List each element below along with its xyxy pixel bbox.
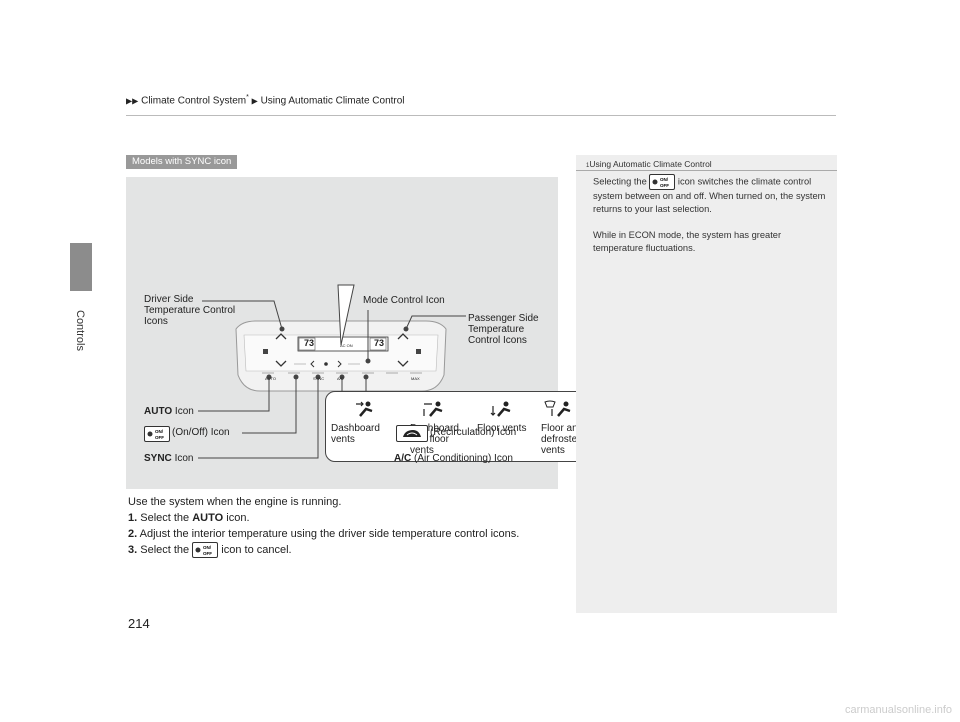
panel-ac-button[interactable]: A/C: [337, 376, 344, 381]
ac-status-readout: AC ON: [340, 343, 353, 348]
breadcrumb-current: Using Automatic Climate Control: [260, 95, 405, 107]
sync-icon-label: SYNC Icon: [144, 453, 193, 464]
intro-text: Use the system when the engine is runnin…: [128, 496, 342, 508]
ac-label-text: (Air Conditioning) Icon: [411, 453, 513, 464]
sidebar-heading: 1Using Automatic Climate Control: [586, 159, 712, 169]
step-3-pre: Select the: [137, 544, 193, 556]
floor-vents-label: Floor vents: [477, 423, 527, 434]
panel-max-button[interactable]: MAX: [411, 376, 420, 381]
breadcrumb-star: *: [246, 94, 249, 101]
passenger-side-label: Passenger Side Temperature Control Icons: [468, 313, 539, 346]
recirculation-icon-label: (Recirculation) Icon: [430, 427, 517, 438]
sidebar-paragraph-1: Selecting the ON/OFF icon switches the c…: [593, 174, 833, 215]
ac-label-bold: A/C: [394, 453, 412, 464]
breadcrumb: ▶▶ Climate Control System* ▶ Using Autom…: [126, 94, 405, 106]
onoff-inline-icon: ON/OFF: [192, 542, 219, 559]
sidebar-divider: [576, 170, 837, 171]
dashboard-vents-label: Dashboard vents: [331, 423, 380, 445]
left-temp-readout: 73: [304, 338, 315, 348]
figure-drawing: [198, 284, 466, 459]
breadcrumb-arrow-icon: ▶: [251, 96, 258, 106]
svg-text:ON/: ON/: [203, 545, 212, 550]
svg-text:OFF: OFF: [660, 183, 669, 188]
panel-sync-button[interactable]: SYNC: [313, 376, 325, 381]
watermark: carmanualsonline.info: [844, 704, 952, 716]
onoff-icon: ON/OFF: [144, 425, 170, 443]
page-number: 214: [128, 616, 150, 631]
onoff-inline-icon: ON/OFF: [649, 174, 676, 190]
svg-text:ON/: ON/: [660, 177, 669, 182]
sidebar-heading-text: Using Automatic Climate Control: [589, 159, 712, 169]
step-1: 1. Select the AUTO icon.: [128, 510, 519, 526]
step-1-number: 1.: [128, 512, 138, 524]
sync-label-bold: SYNC: [144, 453, 172, 464]
step-1-bold: AUTO: [192, 512, 224, 524]
breadcrumb-section[interactable]: Climate Control System: [141, 95, 247, 107]
climate-figure: 73 73 AC ON AUTO SYNC A/C MAX Dashboard …: [126, 177, 613, 489]
step-1-pre: Select the: [137, 512, 193, 524]
mode-popup: Dashboard vents Dashboard and floor vent…: [325, 391, 613, 462]
mode-control-label: Mode Control Icon: [363, 295, 445, 306]
dashboard-floor-vent-icon: [423, 401, 443, 417]
sidebar-paragraph-2: While in ECON mode, the system has great…: [593, 230, 782, 253]
sidebar-note: 1Using Automatic Climate Control Selecti…: [576, 155, 837, 613]
recirculation-icon: [396, 425, 428, 442]
instruction-steps: Use the system when the engine is runnin…: [128, 494, 519, 559]
onoff-icon-label: (On/Off) Icon: [172, 427, 230, 438]
sync-label-text: Icon: [171, 453, 194, 464]
section-tab-marker: [70, 243, 92, 291]
header-divider: [126, 115, 836, 116]
auto-label-text: Icon: [172, 406, 194, 417]
floor-vent-icon: [490, 401, 511, 417]
auto-icon-label: AUTO Icon: [144, 406, 194, 417]
svg-text:ON/: ON/: [155, 429, 164, 434]
right-temp-readout: 73: [374, 338, 385, 348]
step-3-post: icon to cancel.: [218, 544, 292, 556]
step-2: 2. Adjust the interior temperature using…: [128, 526, 519, 542]
breadcrumb-arrow-icon: ▶▶: [126, 96, 139, 106]
figure-tag: Models with SYNC icon: [126, 155, 238, 169]
sidebar-p1-pre: Selecting the: [593, 176, 650, 187]
step-3: 3. Select the ON/OFF icon to cancel.: [128, 542, 519, 559]
floor-defroster-vents-label: Floor and defroster vents: [541, 423, 584, 456]
auto-label-bold: AUTO: [144, 406, 173, 417]
svg-text:OFF: OFF: [155, 435, 164, 440]
floor-defroster-vent-icon: [544, 400, 571, 417]
step-2-number: 2.: [128, 528, 138, 540]
section-tab-label: Controls: [74, 310, 86, 351]
ac-icon-label: A/C (Air Conditioning) Icon: [394, 453, 513, 464]
sidebar-p1-post: icon switches the climate control system…: [593, 176, 826, 214]
panel-auto-button[interactable]: AUTO: [265, 376, 277, 381]
driver-side-label: Driver Side Temperature Control Icons: [144, 294, 236, 327]
dashboard-vent-icon: [356, 401, 373, 417]
step-1-post: icon.: [223, 512, 250, 524]
step-3-number: 3.: [128, 544, 138, 556]
step-2-text: Adjust the interior temperature using th…: [137, 528, 520, 540]
svg-text:OFF: OFF: [203, 551, 212, 556]
